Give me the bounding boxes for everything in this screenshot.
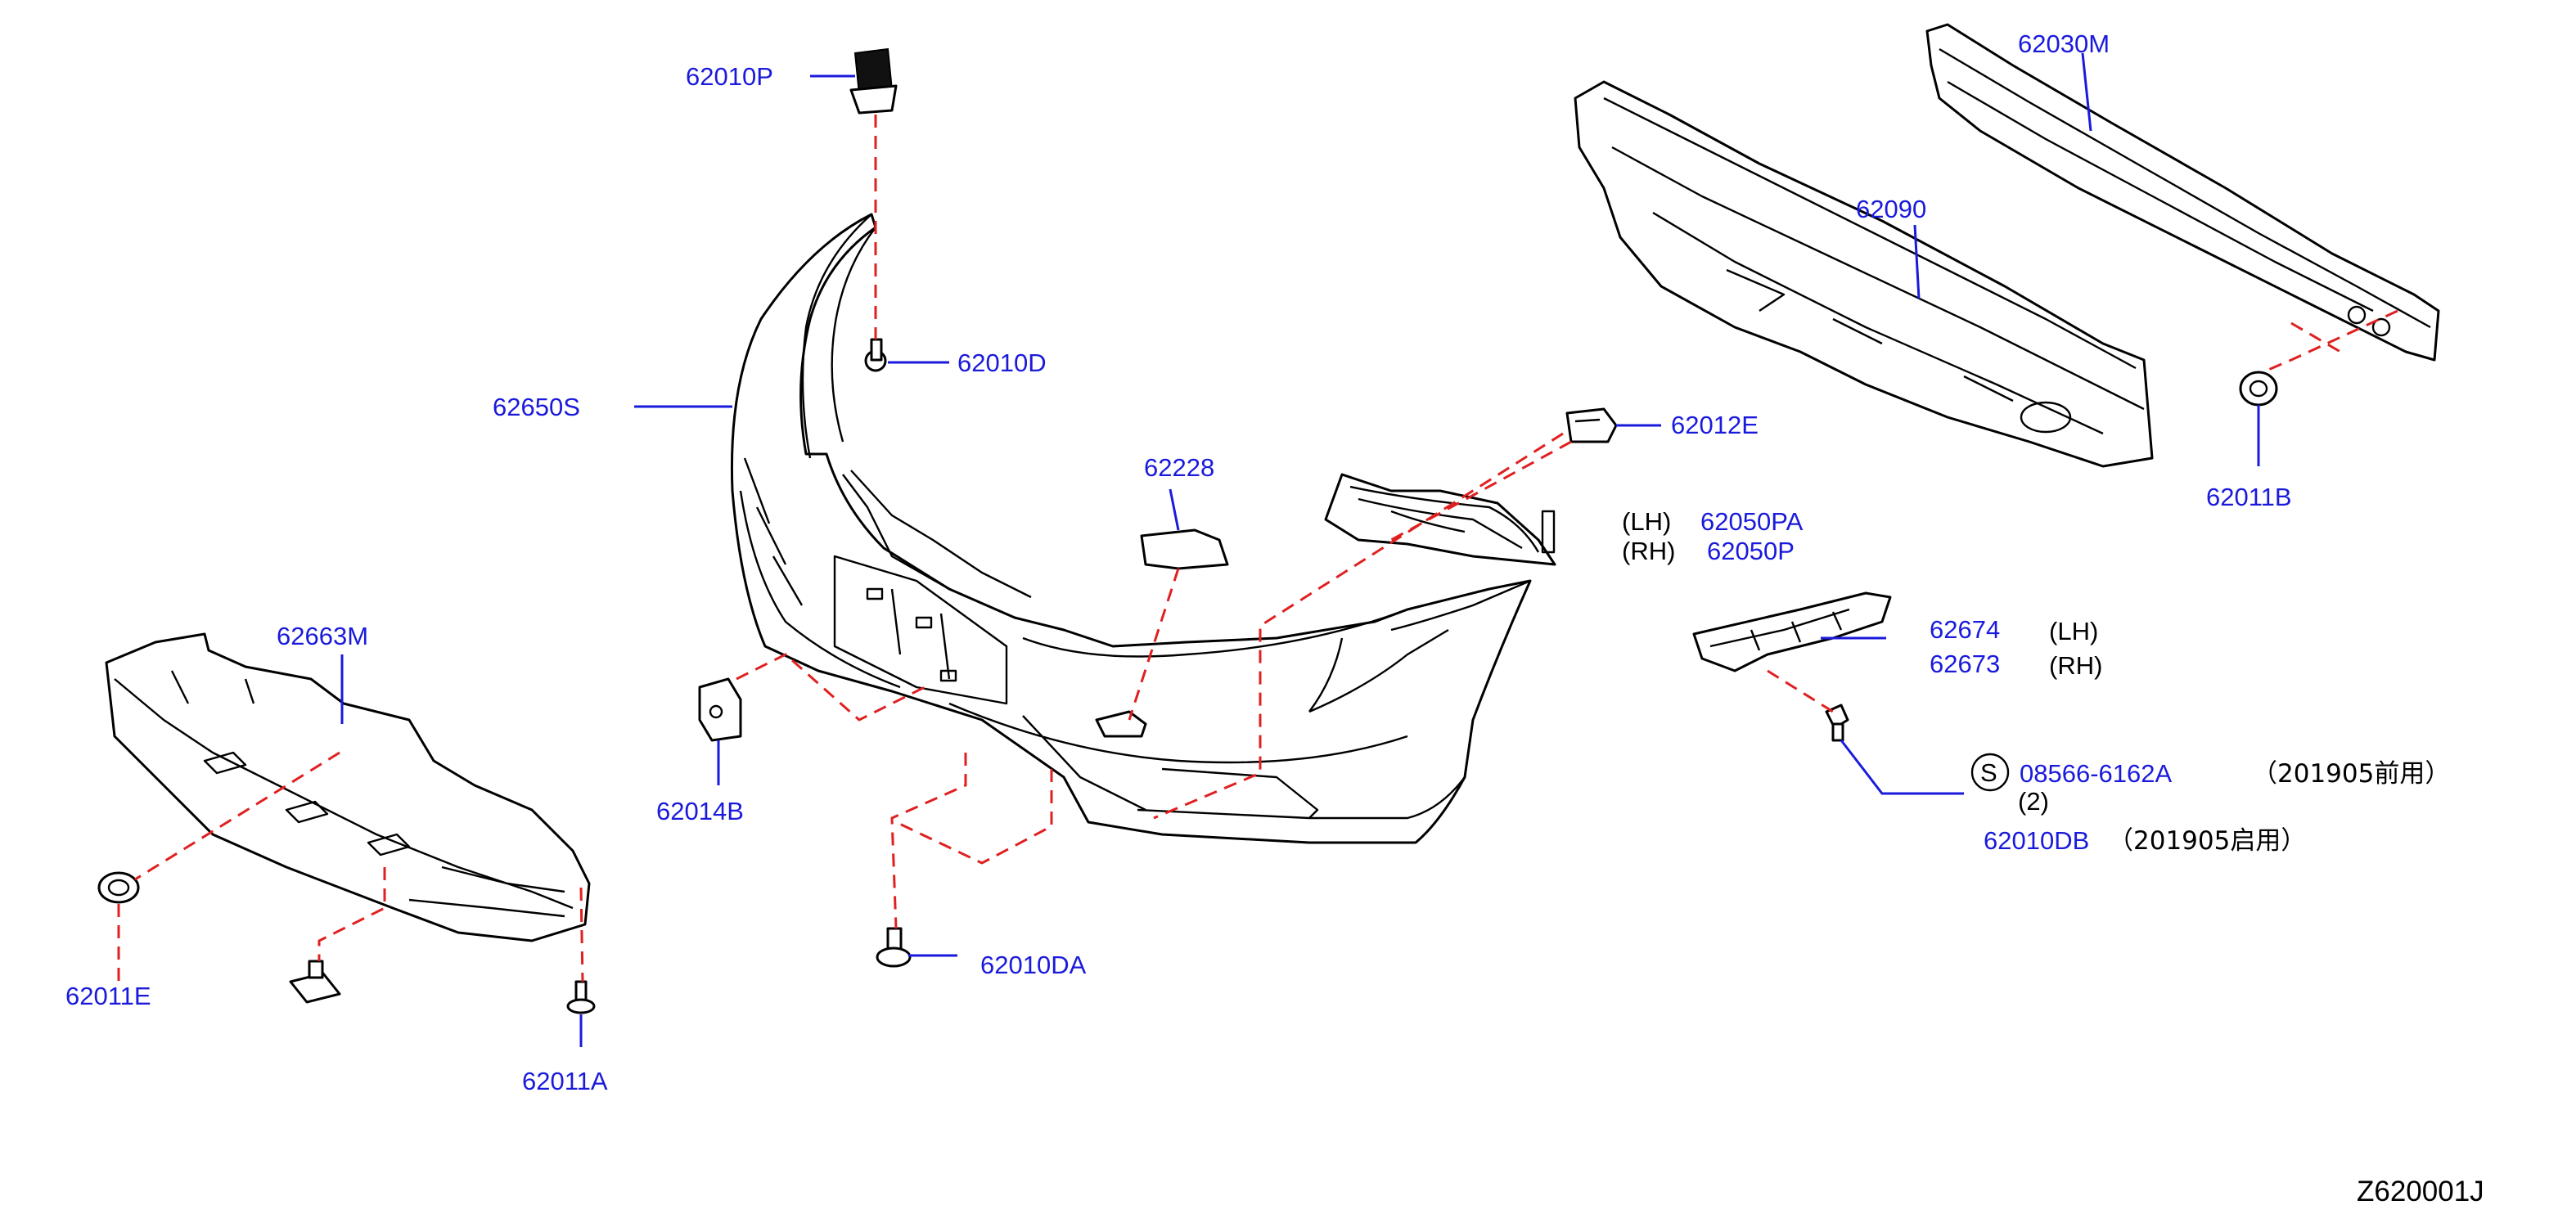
label-62650S[interactable]: 62650S (493, 393, 580, 421)
tow-hook-cover[interactable] (1095, 528, 1229, 738)
label-08566-6162A[interactable]: 08566-6162A (2020, 759, 2172, 788)
clip-62011E[interactable] (97, 871, 140, 904)
label-62673[interactable]: 62673 (1930, 650, 2000, 678)
assembly-lines (117, 115, 2398, 982)
standard-part-mark (1970, 753, 2010, 792)
note-rh-2: (RH) (2049, 651, 2102, 680)
clip-62010D[interactable] (864, 338, 887, 372)
bumper-reinforcement[interactable] (1925, 23, 2440, 362)
part-labels: 62010P 62010D 62650S 62228 62012E (LH) 6… (65, 29, 2484, 1207)
nut-62011B[interactable] (2239, 371, 2278, 407)
clip-62010P[interactable] (849, 47, 898, 115)
label-62012E[interactable]: 62012E (1671, 411, 1759, 439)
note-before-201905: （201905前用） (2252, 759, 2450, 789)
note-lh-2: (LH) (2049, 617, 2098, 645)
leader-lines (340, 52, 2260, 1047)
label-62090[interactable]: 62090 (1856, 195, 1926, 223)
label-62030M[interactable]: 62030M (2018, 29, 2110, 58)
label-62010DB[interactable]: 62010DB (1984, 826, 2089, 855)
bolt-62010DA[interactable] (876, 927, 912, 968)
front-bumper-fascia[interactable] (730, 213, 1532, 844)
label-62011A[interactable]: 62011A (522, 1067, 608, 1095)
note-qty: (2) (2018, 787, 2049, 816)
note-lh-1: (LH) (1622, 507, 1671, 536)
note-rh-1: (RH) (1622, 537, 1675, 565)
label-62011E[interactable]: 62011E (65, 982, 151, 1010)
engine-under-cover[interactable] (105, 632, 591, 942)
energy-absorber[interactable] (1574, 80, 2154, 468)
diagram-code: Z620001J (2357, 1176, 2484, 1207)
bracket-62014B[interactable] (698, 677, 742, 742)
clip-62011A[interactable] (566, 980, 596, 1014)
label-62228[interactable]: 62228 (1144, 453, 1214, 482)
label-62011B[interactable]: 62011B (2206, 483, 2292, 511)
label-62663M[interactable]: 62663M (277, 622, 368, 650)
retainer-62012E[interactable] (1565, 407, 1618, 443)
label-62050P[interactable]: 62050P (1707, 537, 1795, 565)
label-62010P[interactable]: 62010P (686, 62, 773, 91)
bumper-side-bracket[interactable] (1692, 591, 1892, 672)
fog-lamp-finisher[interactable] (1324, 473, 1556, 566)
speed-nut[interactable] (289, 960, 341, 1004)
label-62050PA[interactable]: 62050PA (1700, 507, 1804, 536)
note-after-201905: （201905启用） (2108, 826, 2306, 856)
label-62010D[interactable]: 62010D (957, 348, 1047, 377)
label-62014B[interactable]: 62014B (656, 797, 744, 825)
label-62674[interactable]: 62674 (1930, 615, 2000, 644)
label-62010DA[interactable]: 62010DA (980, 951, 1087, 979)
note-s-mark: S (1980, 758, 1997, 787)
